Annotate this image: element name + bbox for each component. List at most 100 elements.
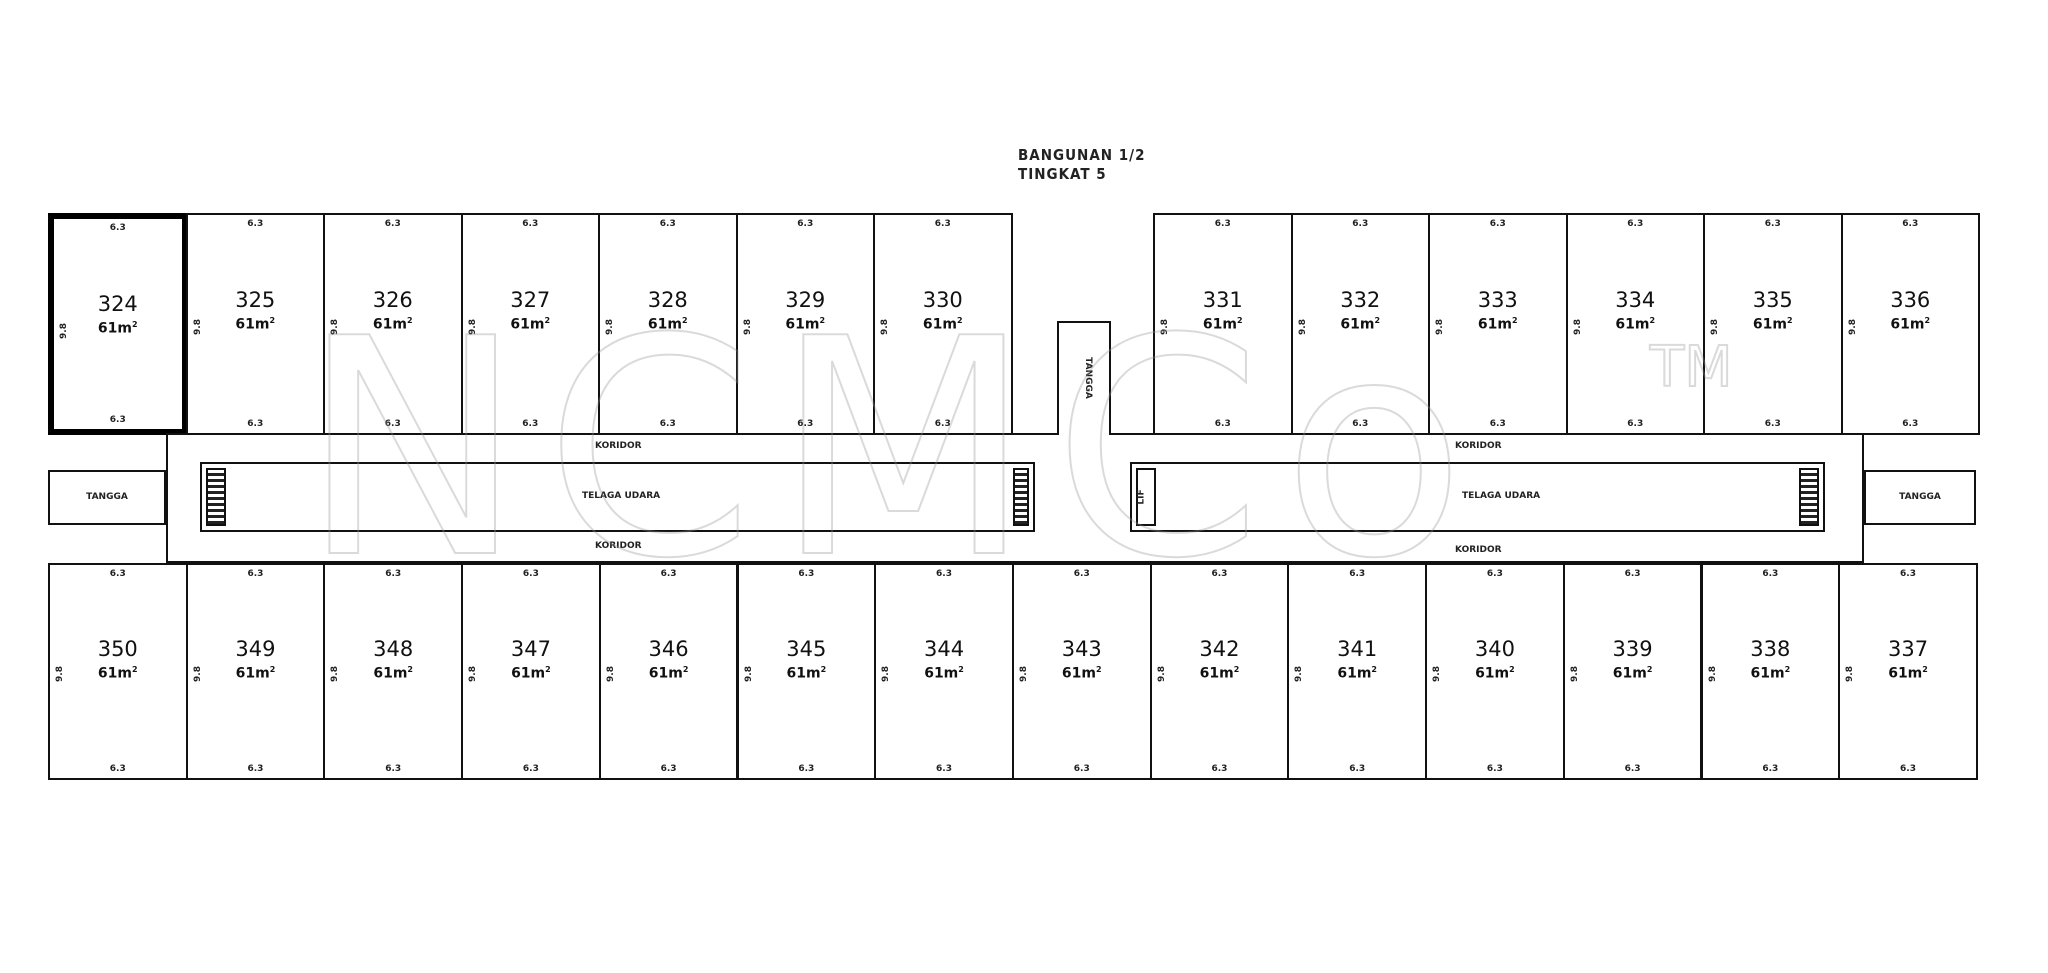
dim-left: 9.8	[743, 666, 754, 683]
unit-area: 61m2	[1337, 664, 1377, 682]
unit-number: 339	[1612, 636, 1653, 661]
light-well-left-label: TELAGA UDARA	[582, 491, 661, 501]
light-well-right-label: TELAGA UDARA	[1462, 491, 1541, 501]
unit-number: 324	[97, 292, 138, 317]
corridor-top-line	[166, 433, 1864, 435]
dim-bottom: 6.3	[660, 764, 677, 774]
unit-area: 61m2	[1612, 664, 1653, 682]
dim-top: 6.3	[660, 569, 677, 579]
dim-bottom: 6.3	[1352, 419, 1369, 429]
dim-left: 9.8	[1297, 318, 1308, 335]
unit-area: 61m2	[510, 316, 551, 333]
dim-bottom: 6.3	[1764, 419, 1781, 429]
unit-area: 61m2	[648, 664, 689, 682]
corridor-right-line	[1862, 433, 1864, 563]
unit-number: 349	[235, 636, 276, 661]
unit-number: 343	[1061, 636, 1102, 661]
dim-top: 6.3	[936, 569, 952, 579]
unit-number: 341	[1337, 636, 1378, 661]
lift-right-hatch	[1799, 468, 1819, 526]
lift-left-hatch	[206, 468, 226, 526]
unit-number: 337	[1887, 636, 1929, 661]
unit-area: 61m2	[924, 664, 964, 682]
dim-top: 6.3	[934, 219, 951, 229]
dim-top: 6.3	[522, 219, 539, 229]
unit-area: 61m2	[1477, 316, 1518, 333]
dim-left: 9.8	[1018, 666, 1029, 683]
unit-number: 328	[647, 288, 688, 313]
dim-left: 9.8	[192, 318, 203, 335]
dim-top: 6.3	[1489, 219, 1506, 229]
unit-area: 61m2	[1888, 664, 1928, 682]
stairs-left: TANGGA	[48, 470, 166, 525]
dim-bottom: 6.3	[1349, 764, 1366, 774]
unit-number: 327	[510, 288, 551, 313]
unit-area: 61m2	[235, 316, 276, 333]
stairs-right-label: TANGGA	[1899, 492, 1941, 502]
unit-area: 61m2	[785, 316, 826, 333]
dim-left: 9.8	[330, 666, 341, 683]
stairs-right: TANGGA	[1864, 470, 1976, 525]
unit-area: 61m2	[235, 664, 276, 682]
lift-right-box: LIF	[1136, 468, 1156, 526]
unit-number: 329	[785, 288, 826, 313]
unit-number: 332	[1340, 288, 1381, 313]
unit-number: 333	[1477, 288, 1518, 313]
unit-number: 348	[373, 636, 414, 661]
dim-bottom: 6.3	[797, 419, 814, 429]
unit-number: 336	[1890, 288, 1931, 313]
dim-bottom: 6.3	[1624, 764, 1641, 774]
dim-top: 6.3	[1486, 569, 1503, 579]
stairs-center: TANGGA	[1057, 321, 1111, 435]
dim-top: 6.3	[522, 569, 539, 579]
dim-top: 6.3	[1902, 219, 1919, 229]
unit-number: 326	[372, 288, 413, 313]
dim-top: 6.3	[1214, 219, 1231, 229]
unit-area: 61m2	[922, 316, 963, 333]
dim-bottom: 6.3	[1214, 419, 1231, 429]
unit-number: 346	[648, 636, 689, 661]
dim-left: 9.8	[54, 666, 65, 683]
light-well-right: LIF TELAGA UDARA	[1130, 462, 1825, 532]
dim-left: 9.8	[1572, 318, 1583, 335]
dim-bottom: 6.3	[936, 764, 952, 774]
unit-area: 61m2	[511, 664, 551, 682]
dim-left: 9.8	[742, 318, 753, 335]
unit-area: 61m2	[786, 664, 827, 682]
dim-bottom: 6.3	[1762, 764, 1779, 774]
unit-area: 61m2	[1340, 316, 1381, 333]
dim-top: 6.3	[1073, 569, 1090, 579]
dim-left: 9.8	[1845, 666, 1856, 683]
dim-top: 6.3	[1627, 219, 1644, 229]
unit-number: 325	[235, 288, 276, 313]
corridor-label-top-left: KORIDOR	[595, 441, 642, 451]
dim-top: 6.3	[1764, 219, 1781, 229]
